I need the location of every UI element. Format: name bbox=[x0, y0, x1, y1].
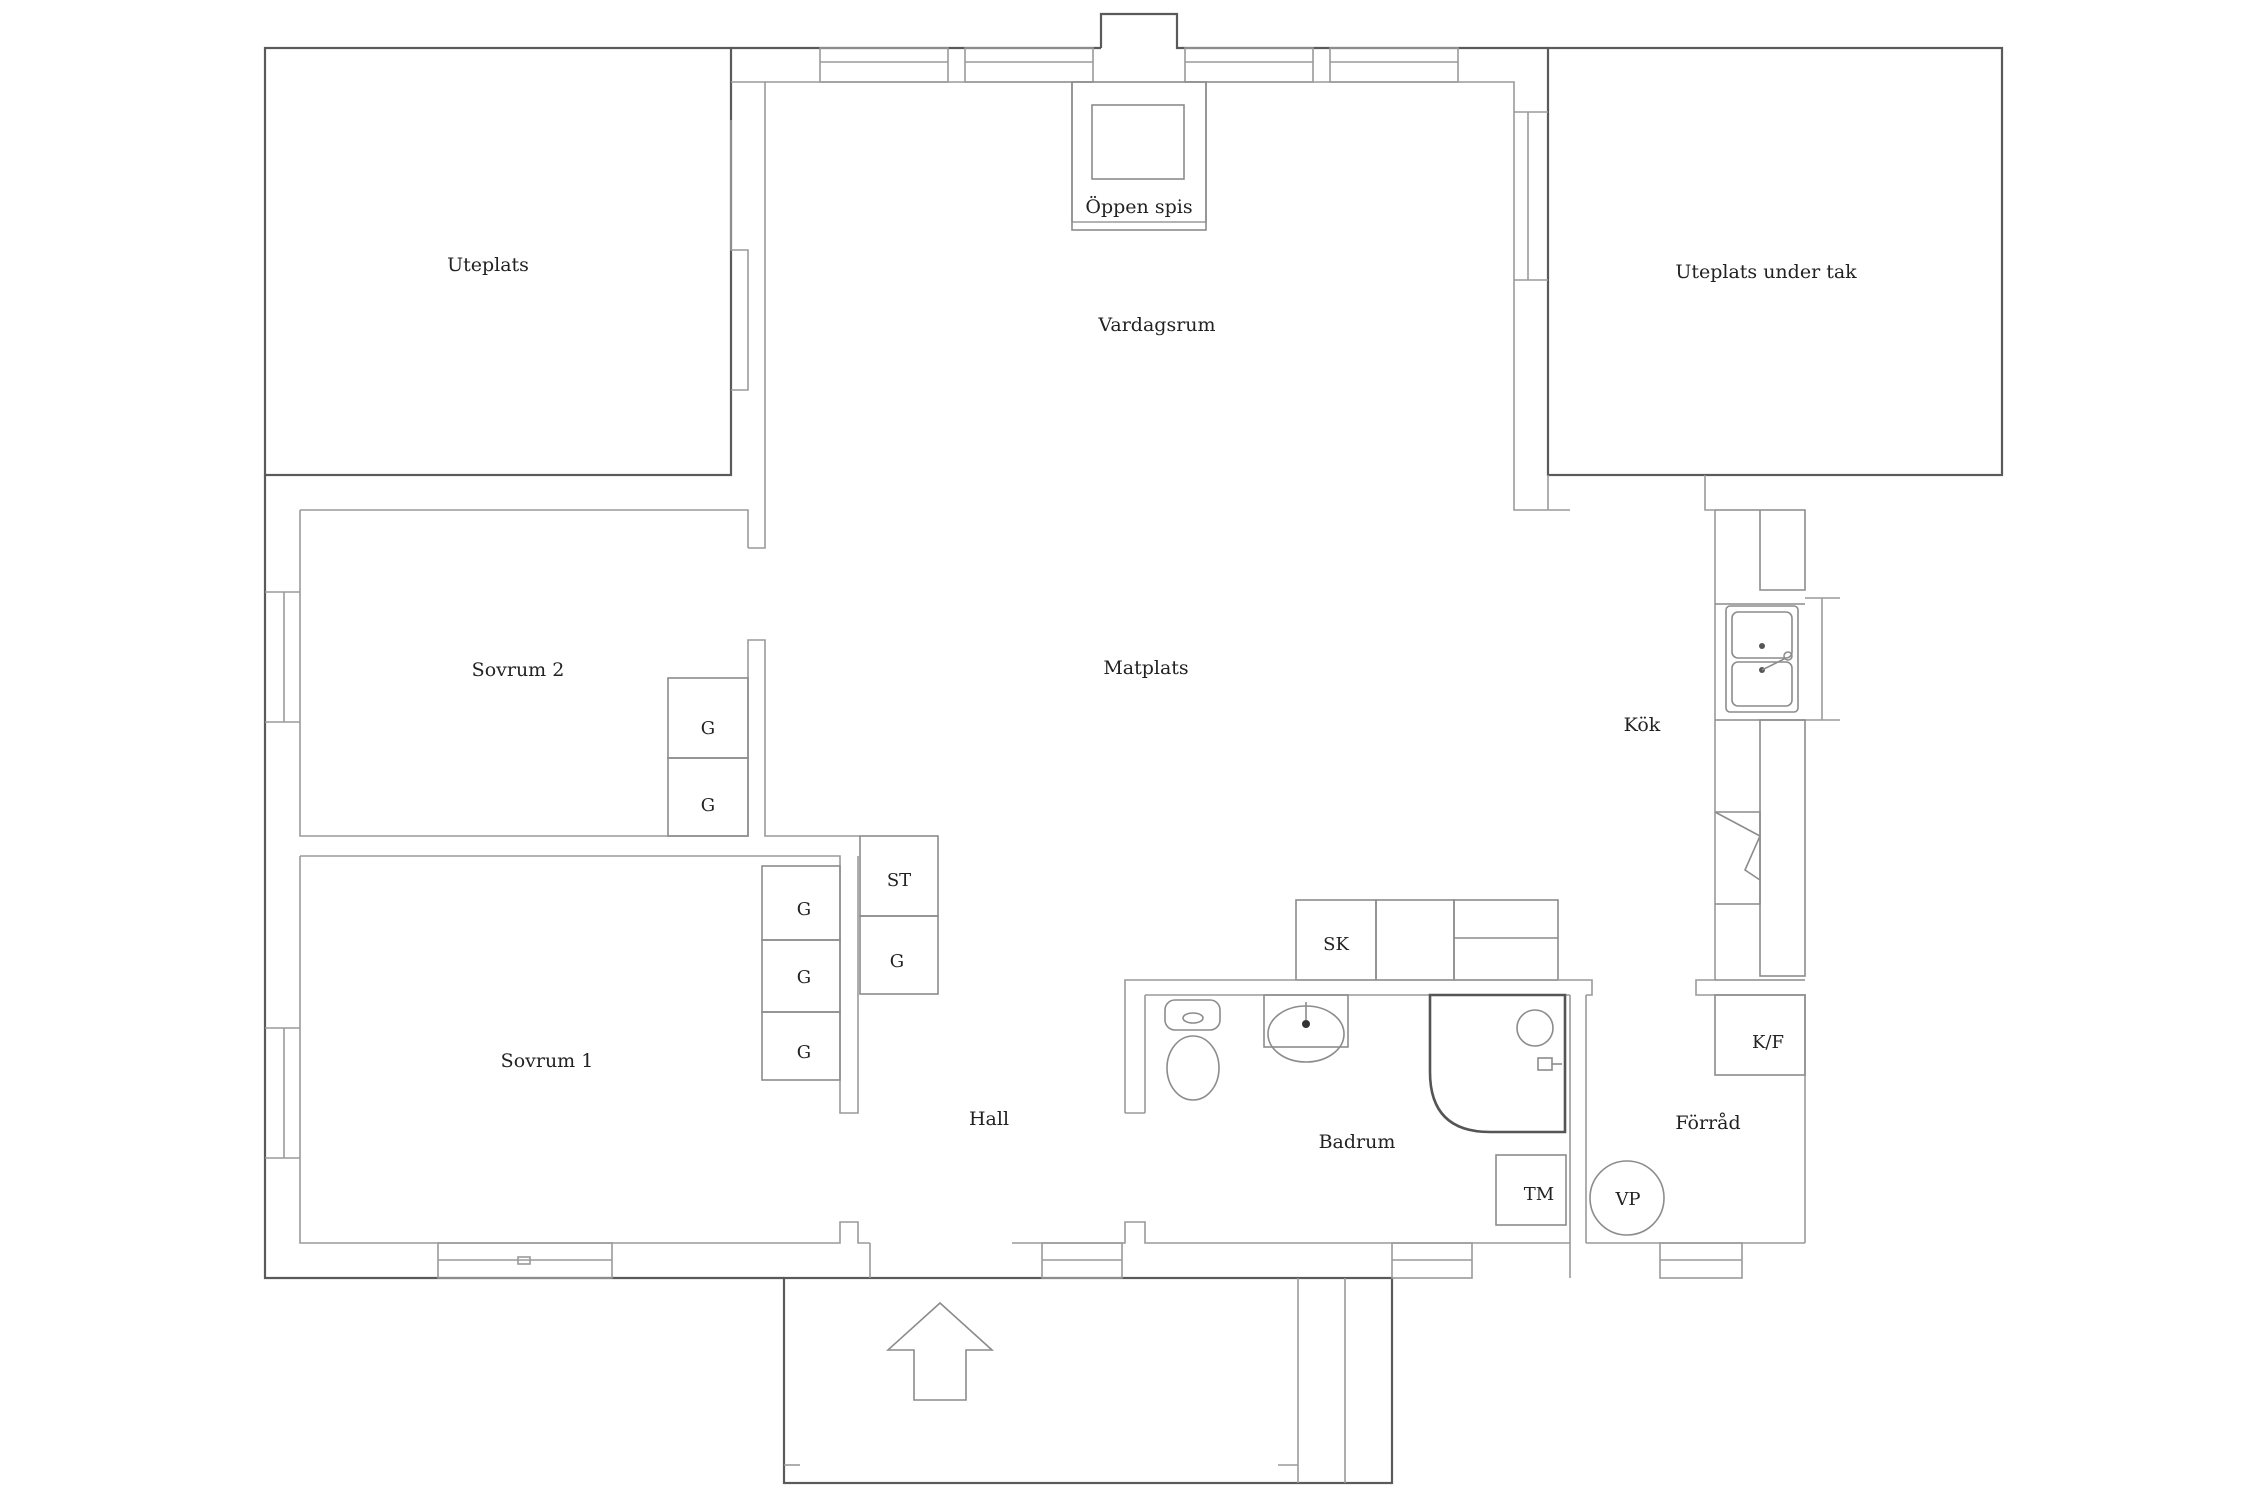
fixture-label-g: G bbox=[701, 718, 715, 739]
room-label-matplats: Matplats bbox=[1103, 657, 1188, 679]
fridge-freezer bbox=[1714, 994, 1806, 1076]
room-label-kok: Kök bbox=[1624, 714, 1661, 736]
terrace-right-covered bbox=[1546, 46, 2004, 477]
exterior-wall bbox=[263, 475, 784, 1280]
room-label-oppen-spis: Öppen spis bbox=[1085, 195, 1192, 218]
fixture-label-vp: VP bbox=[1614, 1189, 1640, 1210]
room-label-vardagsrum: Vardagsrum bbox=[1097, 314, 1215, 336]
room-label-badrum: Badrum bbox=[1319, 1131, 1396, 1153]
fireplace bbox=[1071, 81, 1207, 231]
wardrobe bbox=[761, 1011, 841, 1081]
fixture-label-g: G bbox=[890, 951, 904, 972]
toilet bbox=[1164, 999, 1221, 1101]
room-label-uteplats-under-tak: Uteplats under tak bbox=[1675, 261, 1857, 283]
fixture-label-g: G bbox=[701, 795, 715, 816]
fixture-label-g: G bbox=[797, 1042, 811, 1063]
fixture-label-tm: TM bbox=[1524, 1184, 1554, 1205]
wardrobe bbox=[859, 915, 939, 995]
heat-pump bbox=[1589, 1160, 1665, 1236]
washing-machine bbox=[1495, 1154, 1567, 1226]
entrance-arrow-icon bbox=[885, 1301, 995, 1401]
terrace-left bbox=[263, 46, 733, 477]
room-label-forrad: Förråd bbox=[1675, 1112, 1740, 1134]
room-label-sovrum-2: Sovrum 2 bbox=[472, 659, 565, 681]
room-label-uteplats: Uteplats bbox=[447, 254, 529, 276]
wardrobe bbox=[667, 757, 749, 837]
fixture-label-g: G bbox=[797, 899, 811, 920]
fixture-label-st: ST bbox=[887, 870, 911, 891]
room-label-sovrum-1: Sovrum 1 bbox=[501, 1050, 594, 1072]
kitchen-sink bbox=[1725, 605, 1799, 713]
fixture-label-kf: K/F bbox=[1752, 1032, 1784, 1053]
entrance-porch bbox=[782, 1276, 1394, 1485]
shower bbox=[1428, 993, 1567, 1134]
fixture-label-sk: SK bbox=[1323, 934, 1349, 955]
fixture-label-g: G bbox=[797, 967, 811, 988]
bathroom-sink bbox=[1263, 994, 1349, 1063]
room-label-hall: Hall bbox=[969, 1108, 1009, 1130]
